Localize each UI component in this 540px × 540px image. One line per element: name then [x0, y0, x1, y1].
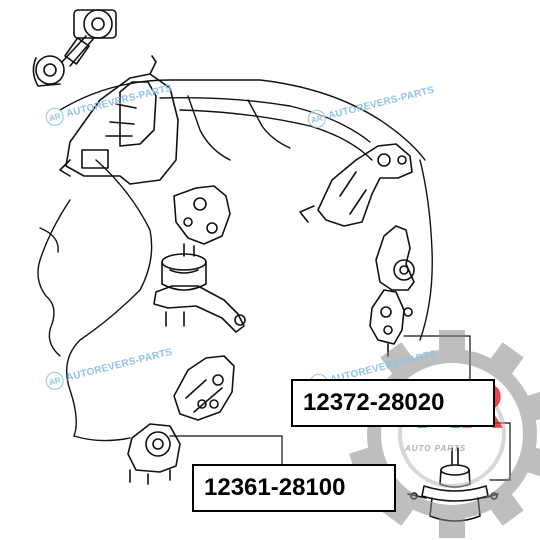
right-mount-bracket [369, 225, 415, 357]
engine-outline [37, 79, 433, 442]
lower-mount-drawing [127, 423, 181, 485]
part-number-lower: 12361-28100 [192, 464, 396, 512]
right-upper-bracket [299, 143, 413, 227]
brand-tagline: AUTO PARTS [405, 444, 467, 453]
torque-rod-mount [32, 9, 117, 87]
lower-left-bracket [173, 355, 235, 421]
upper-engine-bracket [59, 55, 179, 185]
part-number-upper: 12372-28020 [291, 379, 495, 427]
center-engine-mount [153, 185, 246, 333]
